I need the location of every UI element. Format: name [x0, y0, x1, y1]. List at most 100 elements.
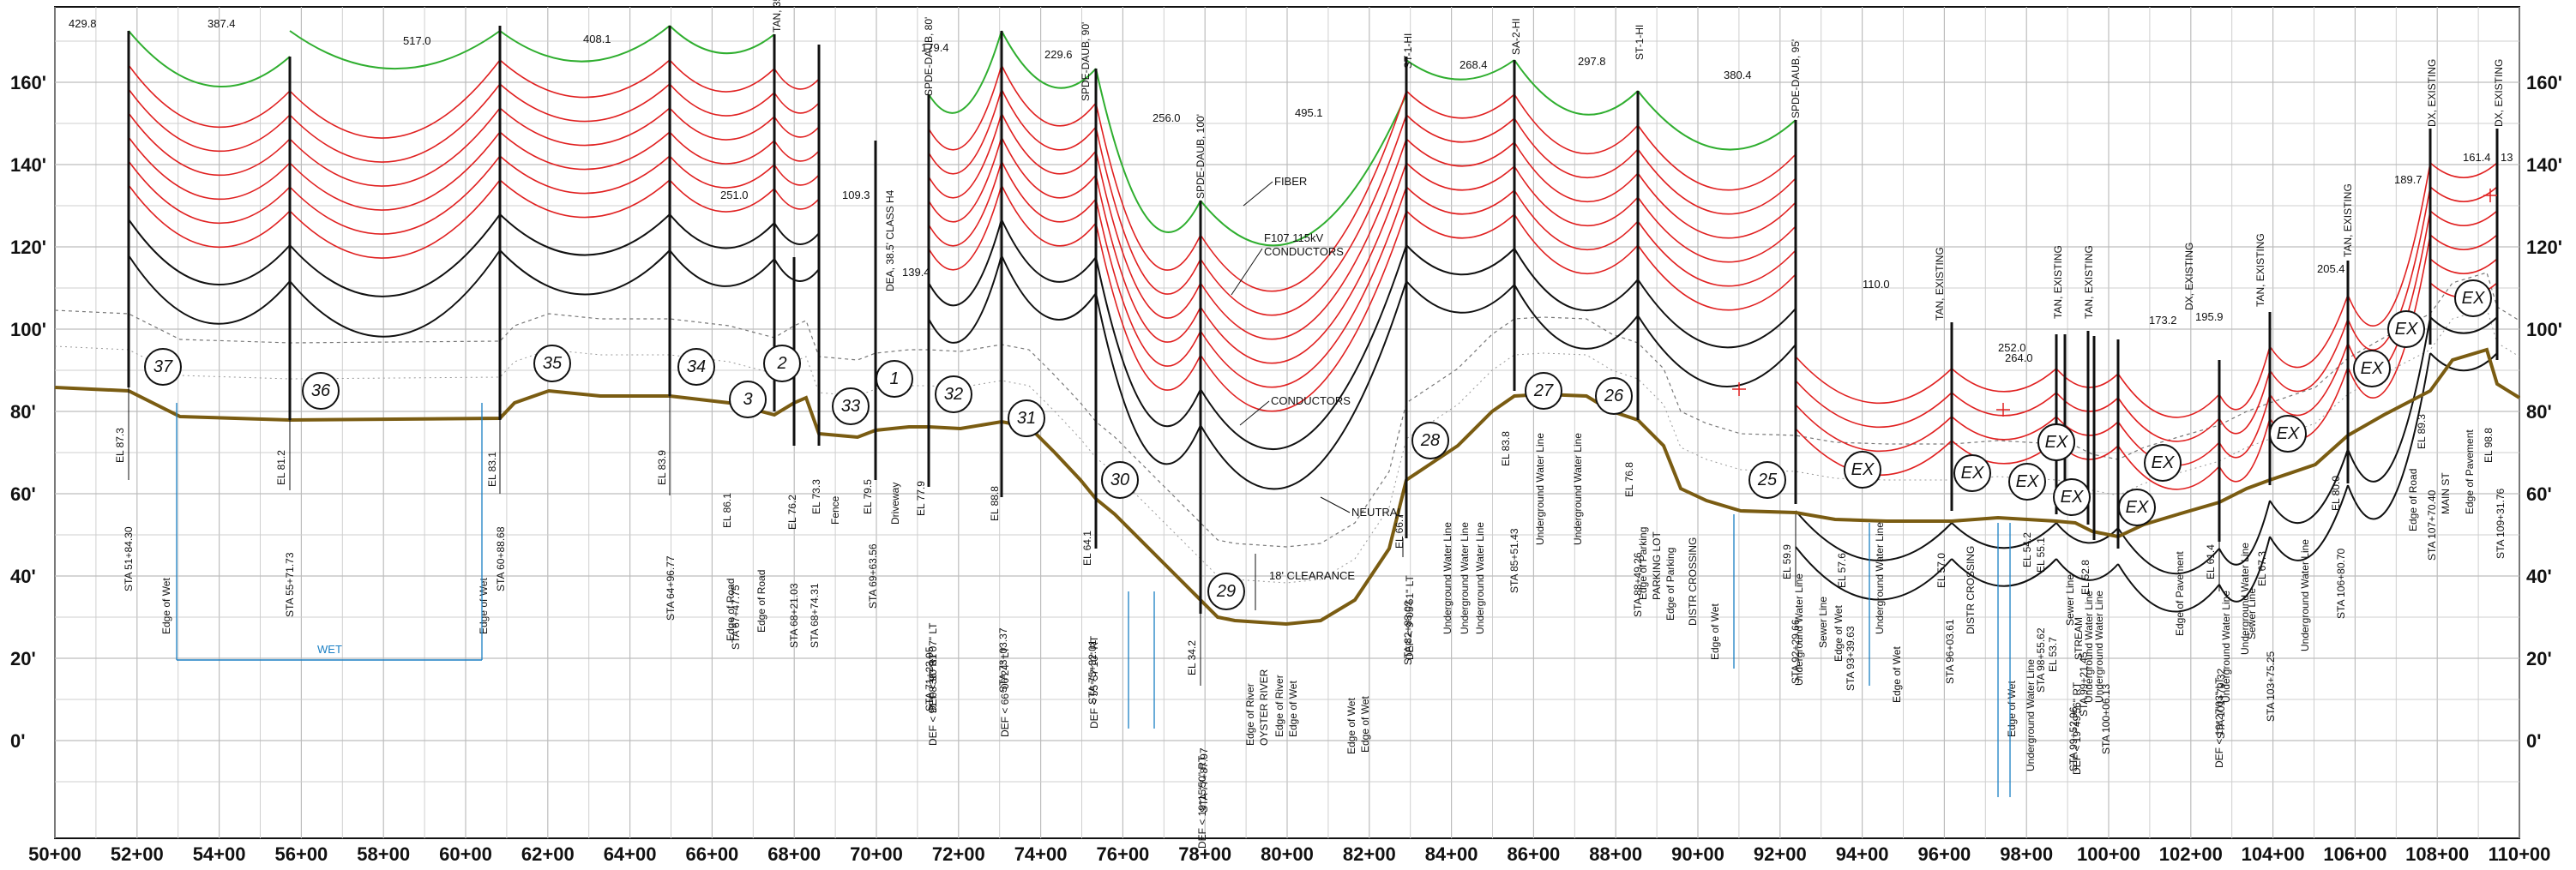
bubble-ring	[1748, 461, 1786, 499]
station-note: STA 82+83.02	[1402, 600, 1414, 665]
structure-type-label: SPDE-DAUB, 80'	[923, 17, 935, 96]
station-label: 76+00	[1097, 843, 1150, 865]
span-length: 380.4	[1724, 69, 1752, 81]
structure-type-label: DX, EXISTING	[2426, 59, 2438, 127]
station-note: STA 99+21.45	[2078, 651, 2090, 717]
conductor-curve	[499, 59, 671, 99]
bubble-ring	[144, 348, 182, 386]
conductor-curve	[1001, 184, 1097, 247]
neutral-curve	[773, 258, 820, 282]
feature-note: Edge of Wet	[160, 578, 172, 634]
fiber-curve	[928, 30, 1002, 114]
conductor-curve	[2218, 345, 2271, 411]
elevation-label-left: 140'	[10, 154, 46, 176]
structure-number: 26	[1604, 387, 1624, 405]
structure-bubble: 1	[876, 360, 913, 398]
elevation-note: EL 67.3	[2256, 551, 2268, 586]
feature-note: Underground Water Line	[2093, 591, 2105, 703]
fiber-curve	[1405, 59, 1515, 81]
deflection-note: DEF < 9°05'51" LT	[1404, 574, 1416, 660]
station-note: STA 69+63.56	[867, 543, 879, 609]
elevation-note: EL 64.1	[1081, 531, 1093, 566]
station-label: 60+00	[439, 843, 492, 865]
bubble-ring	[1207, 573, 1245, 610]
station-note: STA 99+52.96	[2067, 706, 2079, 771]
station-label: 58+00	[357, 843, 410, 865]
elevation-note: EL 57.6	[1836, 553, 1848, 588]
conductor-black-curve	[773, 222, 820, 245]
station-note: STA 68+21.03	[788, 583, 800, 648]
span-length: 189.7	[2394, 173, 2423, 186]
span-length: 297.8	[1578, 55, 1606, 68]
station-label: 56+00	[275, 843, 328, 865]
station-note: STA 60+88.68	[495, 526, 507, 591]
conductor-curve	[1001, 64, 1097, 127]
station-note: STA 92+29.66	[1790, 619, 1802, 684]
structure-number: 36	[311, 381, 331, 400]
structure-type-label: TAN, EXISTING	[1934, 247, 1946, 321]
conductor-curve	[1637, 220, 1797, 287]
span-length: 264.0	[2005, 351, 2033, 364]
elevation-note: EL 34.2	[1186, 640, 1198, 675]
conductor-curve	[1001, 136, 1097, 199]
structure-number: 35	[543, 354, 563, 373]
conductor-curve	[1001, 88, 1097, 151]
structure-bubble: EX	[2008, 463, 2046, 501]
conductor-curve	[289, 179, 501, 259]
fiber-callout: FIBER	[1274, 175, 1307, 188]
feature-note: Edge of River	[1244, 683, 1256, 746]
span-length: 429.8	[69, 17, 97, 30]
elevation-note: EL 54.2	[2021, 532, 2033, 567]
neutral-curve	[2347, 352, 2431, 520]
station-label: 62+00	[521, 843, 575, 865]
conductor-curve	[669, 107, 775, 141]
neutral-curve	[2117, 563, 2220, 613]
structure-bubble: 32	[935, 375, 972, 413]
feature-note: Edge of Wet	[1345, 698, 1357, 754]
station-label: 54+00	[193, 843, 246, 865]
conductor-curve	[1095, 222, 1201, 391]
neutral-curve	[669, 249, 775, 287]
structure-bubble: EX	[2454, 279, 2492, 317]
conductor-black-curve	[289, 213, 501, 297]
structure-number: 29	[1216, 582, 1236, 601]
elevation-note: EL 81.2	[275, 450, 287, 485]
conductor-curve	[1405, 114, 1515, 143]
conductor-curve	[1200, 114, 1407, 316]
feature-note: Edge of Road	[755, 570, 767, 633]
conductor-curve	[1200, 90, 1407, 292]
neutral-curve	[128, 255, 291, 325]
elevation-note: EL 76.8	[1623, 462, 1635, 497]
bubble-ring	[1844, 451, 1881, 489]
structure-bubble: EX	[1953, 454, 1991, 492]
fiber-curve	[1095, 68, 1201, 233]
station-note: STA 55+71.73	[284, 552, 296, 617]
feature-note: DISTR CROSSING	[1687, 537, 1699, 626]
conductor-curve	[1637, 148, 1797, 215]
bubble-ring	[1525, 372, 1562, 410]
conductor-curve	[1200, 210, 1407, 412]
feature-note: Underground Water Line	[2083, 591, 2095, 703]
fiber-curve	[499, 25, 671, 63]
ground-line	[54, 347, 2521, 627]
span-length: 229.6	[1044, 48, 1073, 61]
neutral-curve	[1405, 280, 1515, 314]
neutral-curve	[928, 255, 1002, 344]
bubble-ring	[876, 360, 913, 398]
station-note: STA 98+55.62	[2035, 627, 2047, 693]
elevation-note: EL 52.8	[2079, 560, 2091, 595]
structure-type-label: TAN, EXISTING	[2342, 183, 2354, 257]
conductor-curve	[773, 164, 820, 186]
conductor-curve	[1405, 162, 1515, 191]
elevation-note: EL 83.1	[486, 452, 498, 487]
elevation-label-left: 0'	[10, 730, 25, 752]
conductor-callout: F107 115kV	[1264, 231, 1323, 244]
conductor-curve	[1405, 90, 1515, 119]
span-length: 495.1	[1295, 106, 1323, 119]
conductor-curve	[128, 136, 291, 201]
span-length: 109.3	[842, 189, 870, 201]
conductor-black-curve	[1795, 510, 1953, 561]
station-note: STA 75+32.01	[1086, 639, 1098, 705]
